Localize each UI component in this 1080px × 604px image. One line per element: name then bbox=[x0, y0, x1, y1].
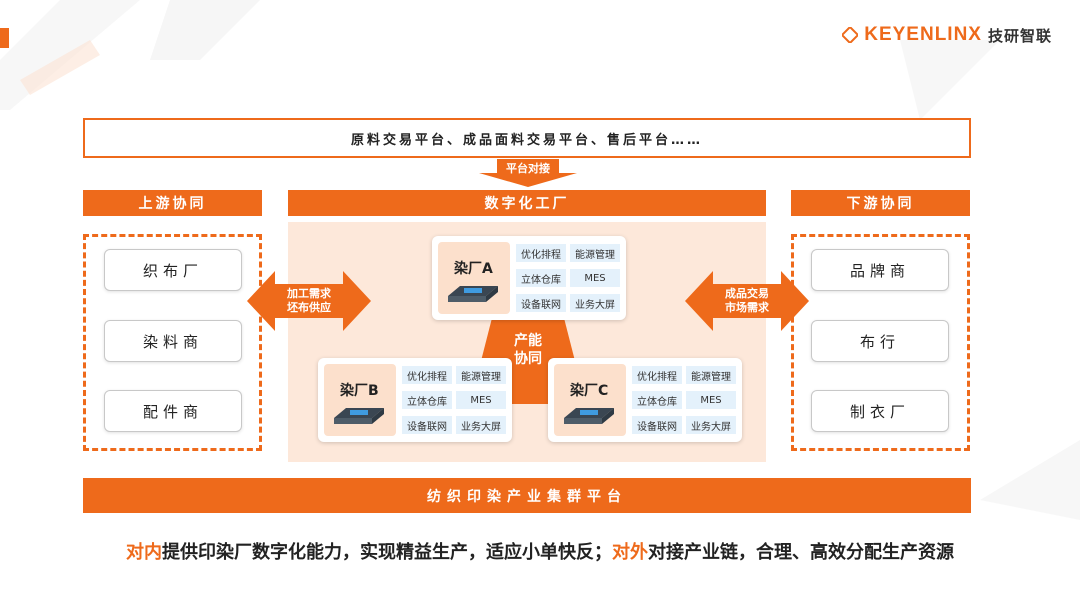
plant-card-a: 染厂A 优化排程 能源管理 立体仓库 MES 设备联网 业务大屏 bbox=[432, 236, 626, 320]
upstream-item-dye-supplier: 染料商 bbox=[104, 320, 242, 362]
plant-card-c: 染厂C 优化排程 能源管理 立体仓库 MES 设备联网 业务大屏 bbox=[548, 358, 742, 442]
right-arrow-line-1: 成品交易 bbox=[725, 287, 769, 300]
footer-highlight-external: 对外 bbox=[612, 542, 648, 563]
downstream-item-garment-factory: 制衣厂 bbox=[811, 390, 949, 432]
plant-c-name: 染厂C bbox=[570, 383, 609, 399]
left-arrow-line-1: 加工需求 bbox=[287, 287, 331, 300]
brand-latin: KEYENLINX bbox=[864, 24, 982, 45]
plant-a-cell-dashboard: 业务大屏 bbox=[570, 294, 620, 312]
plant-a-cell-mes: MES bbox=[570, 269, 620, 287]
right-arrow-line-2: 市场需求 bbox=[725, 301, 769, 314]
downstream-header: 下游协同 bbox=[791, 190, 970, 216]
plant-c-cell-iot: 设备联网 bbox=[632, 416, 682, 434]
right-double-arrow-icon bbox=[685, 271, 809, 331]
brand-logo: KEYENLINX 技研智联 bbox=[842, 24, 1052, 46]
plant-a-cell-iot: 设备联网 bbox=[516, 294, 566, 312]
accent-bar bbox=[0, 28, 9, 48]
plant-b-cell-dashboard: 业务大屏 bbox=[456, 416, 506, 434]
left-arrow-label: 加工需求 坯布供应 bbox=[275, 284, 343, 318]
left-double-arrow-icon bbox=[247, 271, 371, 331]
plant-a-cell-scheduling: 优化排程 bbox=[516, 244, 566, 262]
upstream-item-accessory-supplier: 配件商 bbox=[104, 390, 242, 432]
downstream-item-fabric-dealer: 布行 bbox=[811, 320, 949, 362]
plant-c-cell-energy: 能源管理 bbox=[686, 366, 736, 384]
machine-icon bbox=[334, 408, 384, 424]
downstream-item-brand: 品牌商 bbox=[811, 249, 949, 291]
bottom-platform-bar: 纺织印染产业集群平台 bbox=[83, 478, 971, 513]
plant-c-cell-warehouse: 立体仓库 bbox=[632, 391, 682, 409]
footer-highlight-internal: 对内 bbox=[126, 542, 162, 563]
synergy-label: 产能 协同 bbox=[488, 330, 568, 370]
factory-header: 数字化工厂 bbox=[288, 190, 766, 216]
plant-b-cell-energy: 能源管理 bbox=[456, 366, 506, 384]
logo-mark-icon bbox=[842, 27, 859, 43]
left-arrow-line-2: 坯布供应 bbox=[287, 301, 331, 314]
plant-b-cell-iot: 设备联网 bbox=[402, 416, 452, 434]
plant-b-cell-mes: MES bbox=[456, 391, 506, 409]
platform-link-arrow: 平台对接 bbox=[479, 159, 577, 187]
footer-text-external: 对接产业链，合理、高效分配生产资源 bbox=[648, 542, 954, 563]
plant-card-b: 染厂B 优化排程 能源管理 立体仓库 MES 设备联网 业务大屏 bbox=[318, 358, 512, 442]
top-platform-bar: 原料交易平台、成品面料交易平台、售后平台…… bbox=[83, 118, 971, 158]
downstream-box bbox=[791, 234, 970, 451]
footer-summary: 对内 提供印染厂数字化能力，实现精益生产，适应小单快反； 对外 对接产业链，合理… bbox=[0, 538, 1080, 564]
brand-chinese: 技研智联 bbox=[987, 26, 1052, 45]
synergy-line-2: 协同 bbox=[514, 351, 542, 367]
plant-b-name: 染厂B bbox=[340, 383, 379, 399]
footer-text-internal: 提供印染厂数字化能力，实现精益生产，适应小单快反； bbox=[162, 542, 612, 563]
plant-a-name: 染厂A bbox=[454, 261, 493, 277]
plant-a-cell-warehouse: 立体仓库 bbox=[516, 269, 566, 287]
plant-c-cell-scheduling: 优化排程 bbox=[632, 366, 682, 384]
upstream-header: 上游协同 bbox=[83, 190, 262, 216]
plant-a-cell-energy: 能源管理 bbox=[570, 244, 620, 262]
machine-icon bbox=[448, 286, 498, 302]
right-arrow-label: 成品交易 市场需求 bbox=[713, 284, 781, 318]
upstream-item-weaving-mill: 织布厂 bbox=[104, 249, 242, 291]
synergy-line-1: 产能 bbox=[514, 333, 542, 349]
machine-icon bbox=[564, 408, 614, 424]
platform-link-label: 平台对接 bbox=[506, 162, 550, 175]
down-arrow-icon bbox=[479, 159, 577, 187]
plant-c-cell-mes: MES bbox=[686, 391, 736, 409]
plant-b-cell-scheduling: 优化排程 bbox=[402, 366, 452, 384]
upstream-box bbox=[83, 234, 262, 451]
plant-c-cell-dashboard: 业务大屏 bbox=[686, 416, 736, 434]
plant-b-cell-warehouse: 立体仓库 bbox=[402, 391, 452, 409]
